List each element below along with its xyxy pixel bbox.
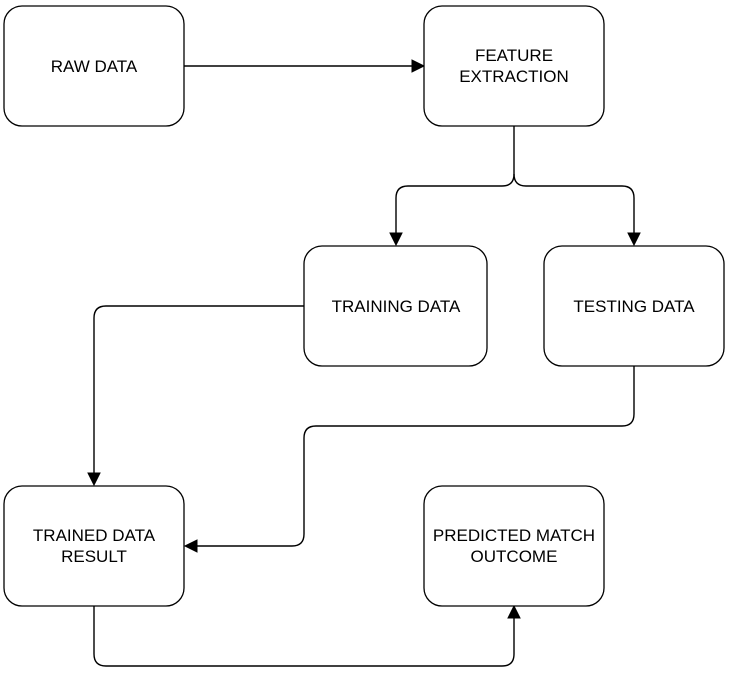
node-label-trained-data-result-line1: TRAINED DATA bbox=[33, 526, 156, 545]
node-predicted-match-outcome: PREDICTED MATCH OUTCOME bbox=[423, 485, 605, 607]
node-trained-data-result: TRAINED DATA RESULT bbox=[3, 485, 185, 607]
node-testing-data: TESTING DATA bbox=[543, 245, 725, 367]
node-box-feature-extraction bbox=[423, 5, 605, 127]
node-label-testing-data: TESTING DATA bbox=[573, 297, 695, 316]
node-label-trained-data-result-line2: RESULT bbox=[61, 547, 127, 566]
node-box-trained-data-result bbox=[3, 485, 185, 607]
node-box-testing-data bbox=[543, 245, 725, 367]
node-box-raw-data bbox=[3, 5, 185, 127]
edge-training-to-result bbox=[93, 305, 304, 474]
node-label-feature-extraction-line2: EXTRACTION bbox=[459, 67, 569, 86]
node-label-predicted-match-outcome-line2: OUTCOME bbox=[471, 547, 558, 566]
edge-feature-to-training bbox=[395, 126, 515, 234]
edge-testing-to-result bbox=[196, 366, 635, 547]
arrowhead-raw-to-feature bbox=[411, 59, 426, 73]
node-label-predicted-match-outcome-line1: PREDICTED MATCH bbox=[433, 526, 595, 545]
arrowhead-testing-to-result bbox=[183, 539, 198, 553]
arrowhead-feature-to-testing bbox=[627, 232, 641, 247]
arrowhead-feature-to-training bbox=[389, 232, 403, 247]
arrowhead-training-to-result bbox=[87, 472, 101, 487]
edge-feature-to-testing bbox=[513, 173, 635, 234]
node-label-feature-extraction-line1: FEATURE bbox=[475, 46, 553, 65]
arrowhead-result-to-predicted bbox=[507, 604, 521, 619]
edge-result-to-predicted bbox=[93, 606, 515, 667]
node-raw-data: RAW DATA bbox=[3, 5, 185, 127]
node-label-raw-data: RAW DATA bbox=[51, 57, 138, 76]
node-box-training-data bbox=[303, 245, 488, 367]
node-label-training-data: TRAINING DATA bbox=[332, 297, 461, 316]
node-box-predicted-match-outcome bbox=[423, 485, 605, 607]
node-feature-extraction: FEATURE EXTRACTION bbox=[423, 5, 605, 127]
node-training-data: TRAINING DATA bbox=[303, 245, 488, 367]
edges bbox=[87, 59, 641, 667]
